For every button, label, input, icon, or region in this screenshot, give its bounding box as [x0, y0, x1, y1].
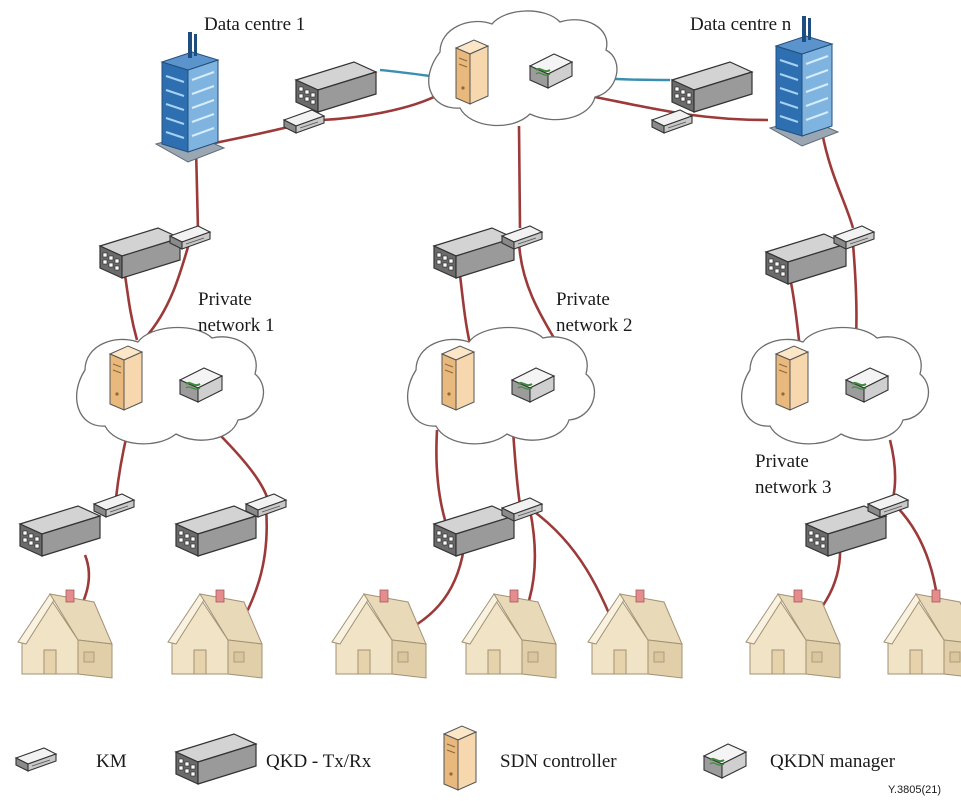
qkd-txrx-pn1-upper — [99, 227, 181, 279]
link-qkd-pn3-cloud — [788, 277, 802, 349]
cloud-private-network-3 — [741, 326, 930, 445]
legend-qkd-icon — [175, 733, 257, 785]
legend-sdn-label: SDN controller — [500, 751, 617, 772]
link-qkd-pn2-cloud — [458, 274, 472, 345]
house-5 — [587, 589, 683, 679]
qkd-txrx-dc1 — [295, 61, 377, 113]
km-pn2-lower — [501, 497, 543, 522]
legend-qkdn-icon — [703, 743, 747, 779]
label-private-network-2-line2: network 2 — [556, 315, 633, 336]
legend-sdn-icon — [443, 725, 477, 791]
house-1 — [17, 589, 113, 679]
km-pn2-upper — [501, 225, 543, 250]
cloud-private-network-2 — [407, 326, 596, 445]
label-private-network-3-line2: network 3 — [755, 477, 832, 498]
sdn-controller-pn3 — [775, 345, 809, 411]
km-pn1-right — [245, 493, 287, 518]
km-pn1-left — [93, 493, 135, 518]
km-dcn — [651, 109, 693, 134]
km-pn1-upper — [169, 225, 211, 250]
cloud-private-network-1 — [76, 326, 265, 445]
km-dc1 — [283, 109, 325, 134]
label-data-centre-1: Data centre 1 — [204, 14, 305, 35]
house-4 — [461, 589, 557, 679]
link-qkd-pn1-cloud — [123, 274, 139, 341]
label-private-network-1-line1: Private — [198, 289, 252, 310]
link-cloud-km-pn2 — [517, 125, 522, 229]
label-private-network-1-line2: network 1 — [198, 315, 275, 336]
legend-qkdn-label: QKDN manager — [770, 751, 896, 772]
link-pn3-km-b — [888, 439, 897, 499]
link-dcn-km-pn3 — [820, 131, 855, 229]
figure-id: Y.3805(21) — [888, 784, 941, 796]
house-3 — [331, 589, 427, 679]
legend-km-label: KM — [96, 751, 127, 772]
legend: KM QKD - Tx/Rx SDN controller QKDN manag… — [15, 725, 896, 791]
link-pn2-km-a — [435, 429, 447, 521]
link-pn2-km-b — [511, 429, 522, 506]
legend-qkd-label: QKD - Tx/Rx — [266, 751, 372, 772]
data-centre-n-building — [769, 15, 839, 147]
sdn-controller-pn2 — [441, 345, 475, 411]
label-private-network-3-line1: Private — [755, 451, 809, 472]
house-2 — [167, 589, 263, 679]
link-km-top-cloud — [321, 92, 441, 122]
label-private-network-2-line1: Private — [556, 289, 610, 310]
label-data-centre-n: Data centre n — [690, 14, 792, 35]
qkd-txrx-pn1-right — [175, 505, 257, 557]
link-dc1-km-pn1 — [194, 147, 200, 231]
qkd-txrx-dcn — [671, 61, 753, 113]
km-pn3-upper — [833, 225, 875, 250]
link-pn1-km-b — [214, 429, 270, 501]
legend-km-icon — [15, 747, 57, 772]
sdn-controller-top — [455, 39, 489, 105]
link-km-pn1-cloud — [144, 239, 192, 339]
data-centre-1-building — [155, 31, 225, 163]
link-qkd1-cloud — [379, 68, 431, 78]
house-7 — [883, 589, 961, 679]
qkd-txrx-pn1-left — [19, 505, 101, 557]
sdn-controller-pn1 — [109, 345, 143, 411]
